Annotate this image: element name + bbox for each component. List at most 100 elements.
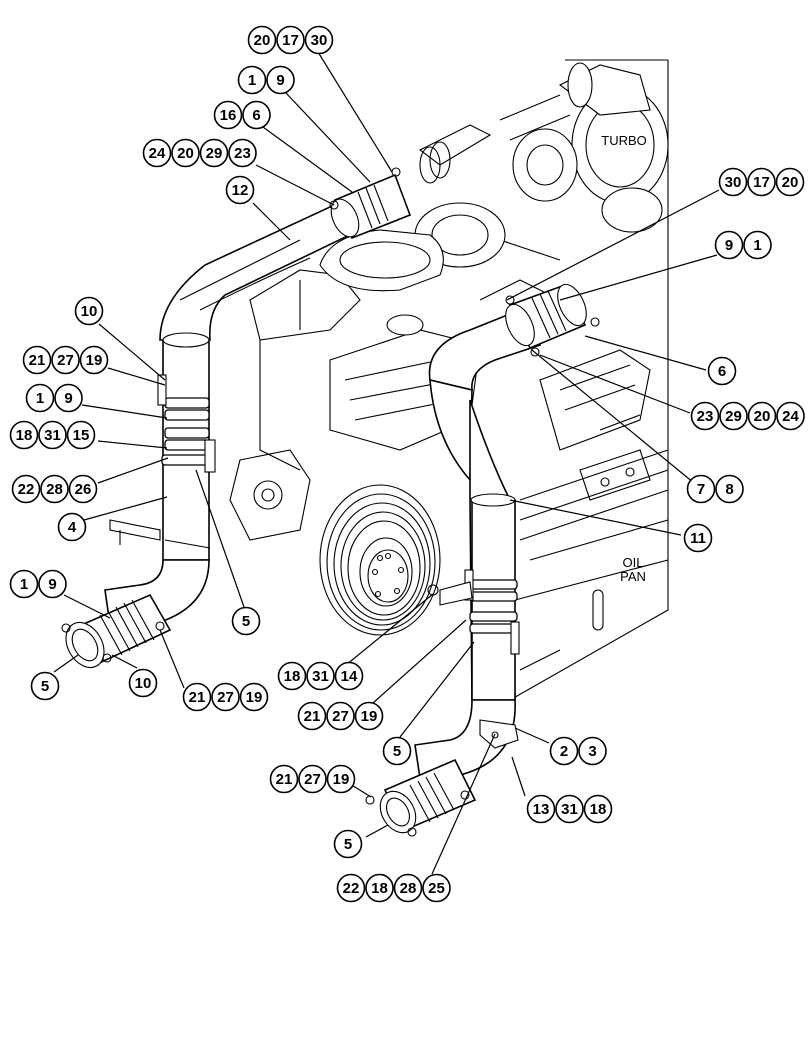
callout-number: 18 bbox=[371, 880, 388, 897]
callout-bubble bbox=[707, 356, 737, 386]
callout-number: 19 bbox=[246, 689, 263, 706]
callout-c5: 12 bbox=[225, 175, 255, 205]
callout-number: 27 bbox=[304, 771, 321, 788]
callout-bubble bbox=[38, 420, 67, 450]
callout-number: 5 bbox=[393, 743, 401, 760]
callout-bubble bbox=[242, 100, 271, 130]
callout-bubble bbox=[276, 25, 305, 55]
oil-pan-label-line2: PAN bbox=[620, 569, 646, 584]
callout-number: 18 bbox=[284, 668, 301, 685]
callout-number: 14 bbox=[341, 668, 358, 685]
callout-bubble bbox=[211, 682, 240, 712]
callout-bubble bbox=[30, 671, 60, 701]
callout-bubble bbox=[365, 873, 394, 903]
callout-number: 22 bbox=[343, 880, 360, 897]
callout-bubble bbox=[326, 701, 355, 731]
callout-number: 9 bbox=[48, 576, 56, 593]
callout-bubble bbox=[51, 345, 80, 375]
callout-bubble bbox=[715, 474, 744, 504]
callout-number: 20 bbox=[177, 145, 194, 162]
callout-number: 6 bbox=[252, 107, 260, 124]
callout-bubble bbox=[583, 794, 613, 824]
callout-bubble bbox=[743, 230, 772, 260]
callout-bubble bbox=[22, 345, 52, 375]
callout-number: 5 bbox=[344, 836, 352, 853]
callout-bubble bbox=[747, 167, 776, 197]
callout-bubble bbox=[25, 383, 55, 413]
callout-bubble bbox=[57, 512, 87, 542]
callout-bubble bbox=[555, 794, 584, 824]
callout-bubble bbox=[336, 873, 366, 903]
callout-number: 2 bbox=[560, 743, 568, 760]
callout-bubble bbox=[11, 474, 41, 504]
callout-bubble bbox=[683, 523, 713, 553]
callout-c27: 21 27 19 bbox=[269, 764, 356, 794]
callout-c20: 5 bbox=[30, 671, 60, 701]
callout-number: 1 bbox=[753, 237, 761, 254]
right-pipe-clamps bbox=[427, 569, 520, 749]
turbo-label: TURBO bbox=[601, 133, 647, 148]
callout-c3: 16 6 bbox=[213, 100, 271, 130]
callout-bubble bbox=[354, 701, 384, 731]
callout-number: 20 bbox=[754, 408, 771, 425]
callout-bubble bbox=[182, 682, 212, 712]
callout-number: 31 bbox=[312, 668, 329, 685]
callout-number: 27 bbox=[57, 352, 74, 369]
callout-number: 19 bbox=[333, 771, 350, 788]
callout-number: 29 bbox=[725, 408, 742, 425]
callout-number: 13 bbox=[533, 801, 550, 818]
callout-bubble bbox=[393, 873, 423, 903]
oil-pan: OIL PAN bbox=[620, 555, 646, 584]
callout-bubble bbox=[690, 401, 720, 431]
callout-bubble bbox=[38, 569, 67, 599]
callout-number: 26 bbox=[75, 481, 92, 498]
callout-number: 9 bbox=[725, 237, 733, 254]
callout-bubble bbox=[298, 764, 327, 794]
callout-number: 17 bbox=[282, 32, 299, 49]
callout-number: 28 bbox=[46, 481, 63, 498]
callout-bubble bbox=[719, 401, 748, 431]
callout-bubble bbox=[304, 25, 334, 55]
turbocharger: TURBO bbox=[414, 62, 669, 268]
callout-bubble bbox=[775, 167, 805, 197]
callout-c29: 5 bbox=[333, 829, 363, 859]
callout-number: 10 bbox=[135, 675, 152, 692]
callout-number: 11 bbox=[690, 530, 706, 547]
callout-bubble bbox=[306, 661, 335, 691]
callout-number: 22 bbox=[18, 481, 35, 498]
callout-number: 9 bbox=[276, 72, 284, 89]
right-upper-hose-clamp-set bbox=[505, 283, 600, 357]
callout-bubble bbox=[578, 736, 607, 766]
callout-bubble bbox=[686, 474, 716, 504]
callout-number: 16 bbox=[220, 107, 237, 124]
callout-bubble bbox=[237, 65, 267, 95]
callout-number: 24 bbox=[782, 408, 799, 425]
callout-number: 1 bbox=[20, 576, 28, 593]
callout-bubble bbox=[382, 736, 412, 766]
callout-number: 9 bbox=[64, 390, 72, 407]
upper-hose-clamp-set bbox=[329, 167, 412, 240]
callout-number: 8 bbox=[725, 481, 733, 498]
callout-number: 21 bbox=[276, 771, 293, 788]
callout-c25: 5 bbox=[382, 736, 412, 766]
callout-bubble bbox=[718, 167, 748, 197]
callout-number: 21 bbox=[189, 689, 206, 706]
callout-bubble bbox=[526, 794, 556, 824]
callout-number: 19 bbox=[86, 352, 103, 369]
callout-number: 12 bbox=[232, 182, 249, 199]
callout-bubble bbox=[40, 474, 69, 504]
callout-number: 17 bbox=[753, 174, 770, 191]
callout-bubble bbox=[231, 606, 261, 636]
callout-c12: 22 28 26 bbox=[11, 474, 98, 504]
callout-number: 7 bbox=[697, 481, 705, 498]
